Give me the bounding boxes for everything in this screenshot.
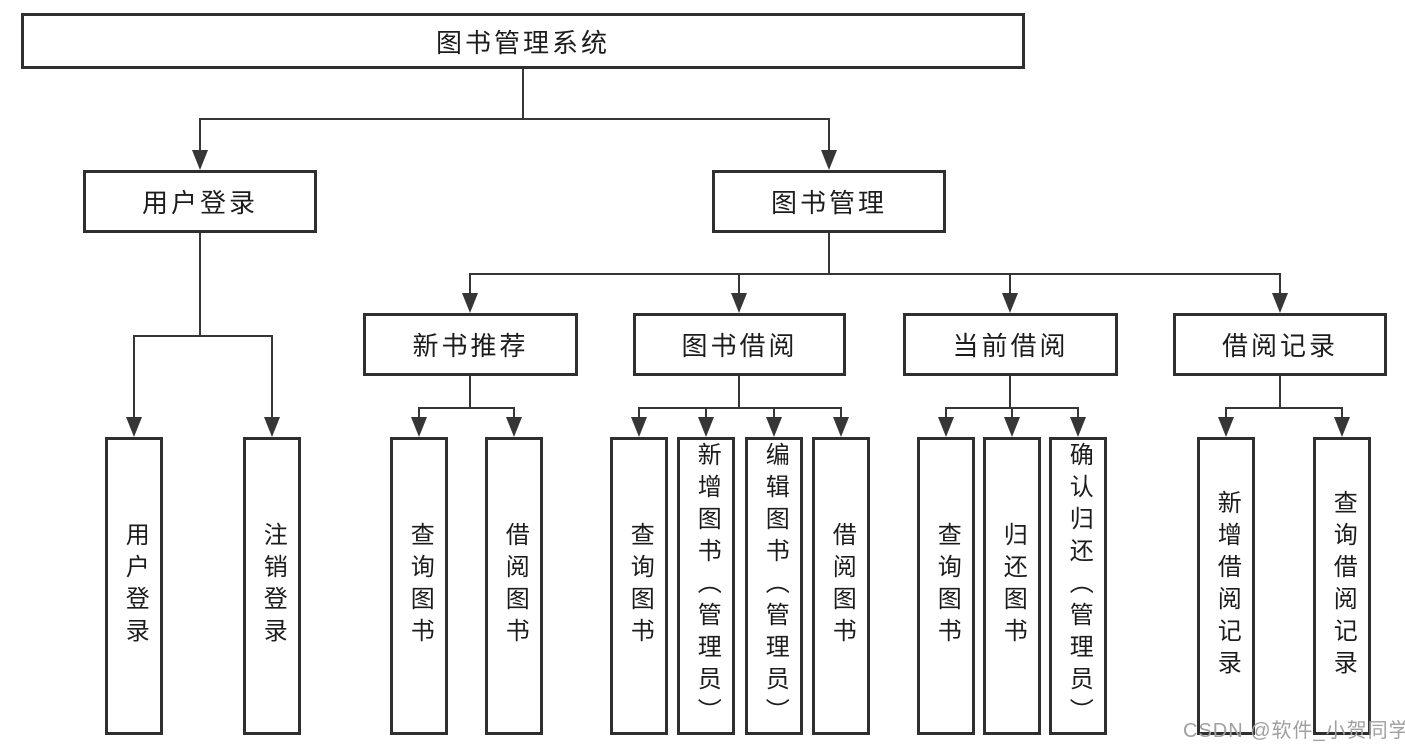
arrow-down-icon: [821, 150, 837, 170]
arrow-down-icon: [264, 417, 280, 437]
arrow-down-icon: [1272, 293, 1288, 313]
connector: [271, 337, 273, 417]
arrow-down-icon: [192, 150, 208, 170]
connector: [828, 233, 830, 275]
leaf-borrow-books: 借阅图书: [812, 437, 870, 735]
connector: [418, 407, 515, 409]
connector: [199, 120, 201, 150]
connector: [199, 233, 201, 337]
leaf-add-book-admin: 新增图书（管理员）: [677, 437, 735, 735]
connector: [199, 118, 830, 120]
connector: [133, 335, 273, 337]
arrow-down-icon: [462, 293, 478, 313]
connector: [1077, 409, 1079, 417]
leaf-edit-book-admin: 编辑图书（管理员）: [745, 437, 803, 735]
connector: [513, 409, 515, 417]
connector: [705, 409, 707, 417]
connector: [638, 407, 842, 409]
leaf-label: 确认归还（管理员）: [1065, 442, 1093, 730]
node-label: 图书借阅: [681, 331, 798, 361]
connector: [133, 337, 135, 417]
leaf-borrow-books-recommend: 借阅图书: [485, 437, 543, 735]
leaf-return-book: 归还图书: [983, 437, 1041, 735]
connector: [1341, 409, 1343, 417]
connector: [1011, 409, 1013, 417]
arrow-down-icon: [938, 417, 954, 437]
leaf-confirm-return-admin: 确认归还（管理员）: [1049, 437, 1107, 735]
arrow-down-icon: [411, 417, 427, 437]
leaf-label: 新增借阅记录: [1213, 490, 1241, 682]
node-label: 用户登录: [141, 188, 258, 218]
connector: [1225, 409, 1227, 417]
node-new-book-recommend: 新书推荐: [363, 313, 578, 376]
leaf-query-books-recommend: 查询图书: [390, 437, 448, 735]
connector: [1279, 275, 1281, 293]
connector: [945, 409, 947, 417]
node-book-management: 图书管理: [712, 170, 946, 233]
connector: [1009, 376, 1011, 409]
connector: [840, 409, 842, 417]
arrow-down-icon: [1070, 417, 1086, 437]
leaf-query-books-borrow: 查询图书: [610, 437, 668, 735]
arrow-down-icon: [506, 417, 522, 437]
connector: [1009, 275, 1011, 293]
arrow-down-icon: [698, 417, 714, 437]
connector: [738, 275, 740, 293]
node-label: 新书推荐: [412, 331, 529, 361]
leaf-user-login: 用户登录: [105, 437, 163, 735]
node-book-borrow: 图书借阅: [633, 313, 846, 376]
connector: [828, 120, 830, 150]
node-label: 借阅记录: [1221, 331, 1338, 361]
leaf-label: 编辑图书（管理员）: [761, 442, 789, 730]
node-library-system: 图书管理系统: [21, 13, 1025, 69]
arrow-down-icon: [631, 417, 647, 437]
connector: [522, 69, 524, 120]
leaf-label: 用户登录: [121, 522, 149, 650]
leaf-label: 新增图书（管理员）: [693, 442, 721, 730]
leaf-logout: 注销登录: [243, 437, 301, 735]
node-label: 图书管理系统: [435, 27, 610, 58]
arrow-down-icon: [126, 417, 142, 437]
connector: [469, 273, 1281, 275]
connector: [638, 409, 640, 417]
node-user-login: 用户登录: [83, 170, 317, 233]
connector: [418, 409, 420, 417]
leaf-label: 注销登录: [259, 522, 287, 650]
connector: [1279, 376, 1281, 409]
connector: [945, 407, 1079, 409]
leaf-query-books-current: 查询图书: [917, 437, 975, 735]
leaf-label: 借阅图书: [501, 522, 529, 650]
leaf-label: 查询图书: [933, 522, 961, 650]
arrow-down-icon: [1334, 417, 1350, 437]
connector: [1225, 407, 1343, 409]
csdn-watermark: CSDN @软件_小贺同学: [1183, 720, 1405, 742]
leaf-add-borrow-record: 新增借阅记录: [1197, 437, 1255, 735]
node-current-borrow: 当前借阅: [903, 313, 1118, 376]
connector: [469, 376, 471, 409]
arrow-down-icon: [833, 417, 849, 437]
leaf-label: 查询借阅记录: [1329, 490, 1357, 682]
connector: [469, 275, 471, 293]
arrow-down-icon: [766, 417, 782, 437]
connector: [773, 409, 775, 417]
node-borrow-records: 借阅记录: [1173, 313, 1387, 376]
connector: [738, 376, 740, 409]
leaf-label: 查询图书: [406, 522, 434, 650]
leaf-label: 查询图书: [626, 522, 654, 650]
arrow-down-icon: [1002, 293, 1018, 313]
arrow-down-icon: [1218, 417, 1234, 437]
arrow-down-icon: [731, 293, 747, 313]
arrow-down-icon: [1004, 417, 1020, 437]
leaf-query-borrow-record: 查询借阅记录: [1313, 437, 1371, 735]
node-label: 图书管理: [770, 188, 887, 218]
leaf-label: 借阅图书: [828, 522, 856, 650]
leaf-label: 归还图书: [999, 522, 1027, 650]
node-label: 当前借阅: [952, 331, 1069, 361]
